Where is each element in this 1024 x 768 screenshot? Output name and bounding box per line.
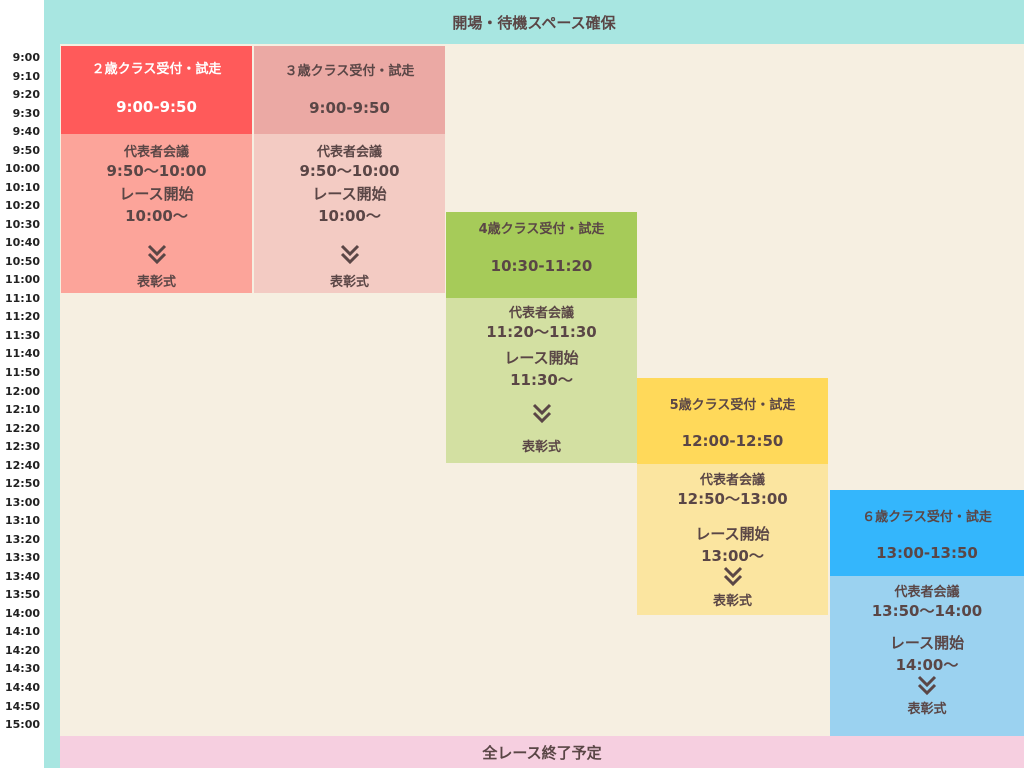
race-time: 10:00〜 <box>125 207 188 225</box>
time-label: 11:00 <box>4 273 40 287</box>
race-time: 10:00〜 <box>318 207 381 225</box>
bottom-banner: 全レース終了予定 <box>60 736 1024 768</box>
block-body: 代表者会議 12:50〜13:00 レース開始 13:00〜 表彰式 <box>637 464 828 615</box>
time-label: 11:20 <box>4 310 40 324</box>
time-label: 12:30 <box>4 440 40 454</box>
time-label: 11:10 <box>4 291 40 305</box>
time-label: 13:30 <box>4 551 40 565</box>
time-label: 14:00 <box>4 606 40 620</box>
time-label: 9:30 <box>12 106 40 120</box>
award-label: 表彰式 <box>329 275 369 290</box>
time-label: 12:00 <box>4 384 40 398</box>
time-label: 13:20 <box>4 532 40 546</box>
meeting-label: 代表者会議 <box>316 145 382 160</box>
block-header: 5歳クラス受付・試走 12:00-12:50 <box>637 378 828 464</box>
time-label: 14:30 <box>4 662 40 676</box>
block-body: 代表者会議 13:50〜14:00 レース開始 14:00〜 表彰式 <box>830 576 1024 736</box>
award-label: 表彰式 <box>521 440 561 455</box>
time-label: 13:10 <box>4 514 40 528</box>
block-time: 12:00-12:50 <box>681 432 784 450</box>
race-time: 11:30〜 <box>510 371 573 389</box>
block-time: 13:00-13:50 <box>876 544 978 562</box>
time-label: 12:40 <box>4 458 40 472</box>
chevron-down-icon <box>917 675 937 696</box>
block-title: ３歳クラス受付・試走 <box>284 64 415 79</box>
award-label: 表彰式 <box>136 275 176 290</box>
block-body: 代表者会議 11:20〜11:30 レース開始 11:30〜 表彰式 <box>446 298 637 463</box>
block-header: 4歳クラス受付・試走 10:30-11:20 <box>446 212 637 298</box>
time-label: 10:40 <box>4 236 40 250</box>
block-body: 代表者会議 9:50〜10:00 レース開始 10:00〜 表彰式 <box>61 134 252 293</box>
chevron-down-icon <box>532 403 551 424</box>
time-label: 13:00 <box>4 495 40 509</box>
block-time: 9:00-9:50 <box>116 98 197 116</box>
class-block-2yo[interactable]: ２歳クラス受付・試走 9:00-9:50 代表者会議 9:50〜10:00 レー… <box>61 46 252 293</box>
race-label: レース開始 <box>889 634 965 652</box>
race-time: 14:00〜 <box>895 656 959 674</box>
top-banner: 開場・待機スペース確保 <box>44 0 1024 44</box>
class-block-4yo[interactable]: 4歳クラス受付・試走 10:30-11:20 代表者会議 11:20〜11:30… <box>446 212 637 463</box>
block-title: ６歳クラス受付・試走 <box>862 510 992 525</box>
class-block-5yo[interactable]: 5歳クラス受付・試走 12:00-12:50 代表者会議 12:50〜13:00… <box>637 378 828 615</box>
block-title: 5歳クラス受付・試走 <box>669 398 796 413</box>
block-body: 代表者会議 9:50〜10:00 レース開始 10:00〜 表彰式 <box>254 134 445 293</box>
time-label: 10:00 <box>4 162 40 176</box>
chevron-down-icon <box>723 566 742 587</box>
time-label: 12:10 <box>4 403 40 417</box>
award-label: 表彰式 <box>907 702 947 717</box>
block-header: ６歳クラス受付・試走 13:00-13:50 <box>830 490 1024 576</box>
time-label: 12:20 <box>4 421 40 435</box>
time-label: 13:50 <box>4 588 40 602</box>
time-label: 13:40 <box>4 569 40 583</box>
block-title: 4歳クラス受付・試走 <box>478 222 605 237</box>
block-title: ２歳クラス受付・試走 <box>91 62 222 77</box>
class-block-3yo[interactable]: ３歳クラス受付・試走 9:00-9:50 代表者会議 9:50〜10:00 レー… <box>254 46 445 293</box>
time-label: 10:10 <box>4 180 40 194</box>
meeting-time: 9:50〜10:00 <box>299 162 400 180</box>
time-label: 9:00 <box>12 51 40 64</box>
time-label: 15:00 <box>4 718 40 732</box>
chevron-down-icon <box>340 244 359 265</box>
time-label: 11:40 <box>4 347 40 361</box>
race-time: 13:00〜 <box>701 547 764 565</box>
time-label: 11:50 <box>4 366 40 379</box>
award-label: 表彰式 <box>712 594 752 609</box>
meeting-label: 代表者会議 <box>123 145 189 160</box>
accent-strip <box>44 0 60 768</box>
meeting-label: 代表者会議 <box>508 306 574 321</box>
meeting-label: 代表者会議 <box>699 473 765 488</box>
block-time: 9:00-9:50 <box>309 99 390 117</box>
time-label: 14:20 <box>4 643 40 657</box>
time-label: 14:10 <box>4 625 40 639</box>
meeting-label: 代表者会議 <box>894 585 960 600</box>
time-label: 9:20 <box>12 88 40 102</box>
block-header: ２歳クラス受付・試走 9:00-9:50 <box>61 46 252 134</box>
race-label: レース開始 <box>504 349 579 367</box>
time-label: 10:30 <box>4 217 40 231</box>
class-block-6yo[interactable]: ６歳クラス受付・試走 13:00-13:50 代表者会議 13:50〜14:00… <box>830 490 1024 736</box>
time-label: 9:50 <box>12 143 40 157</box>
block-header: ３歳クラス受付・試走 9:00-9:50 <box>254 46 445 134</box>
time-label: 10:50 <box>4 254 40 268</box>
race-label: レース開始 <box>695 525 770 543</box>
block-time: 10:30-11:20 <box>490 257 593 275</box>
time-label: 9:10 <box>12 69 40 83</box>
race-label: レース開始 <box>312 185 387 203</box>
chevron-down-icon <box>147 244 166 265</box>
meeting-time: 11:20〜11:30 <box>486 323 597 341</box>
time-label: 11:30 <box>4 328 40 342</box>
race-label: レース開始 <box>119 185 194 203</box>
meeting-time: 13:50〜14:00 <box>871 602 983 620</box>
time-label: 10:20 <box>4 199 40 213</box>
time-label: 14:40 <box>4 681 40 695</box>
time-label: 14:50 <box>4 699 40 713</box>
time-label: 9:40 <box>12 125 40 139</box>
time-label: 12:50 <box>4 477 40 491</box>
time-column: 9:00 9:10 9:20 9:30 9:40 9:50 10:00 10:10 10:20 1… <box>0 0 44 768</box>
meeting-time: 12:50〜13:00 <box>677 490 788 508</box>
meeting-time: 9:50〜10:00 <box>106 162 207 180</box>
